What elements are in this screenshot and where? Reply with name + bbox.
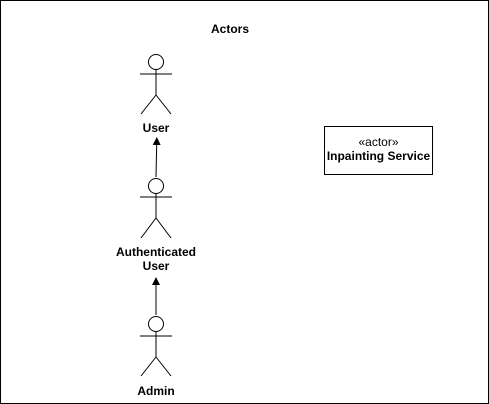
authenticated-user-label: Authenticated User	[106, 245, 206, 273]
authenticated-user-actor-figure[interactable]	[140, 178, 172, 239]
actor-stereotype: «actor»	[358, 135, 399, 149]
inpainting-service-name: Inpainting Service	[326, 149, 431, 163]
generalization-arrow-authuser-to-user[interactable]	[152, 137, 161, 178]
user-actor-figure[interactable]	[140, 54, 172, 115]
user-actor-label: User	[142, 121, 170, 135]
admin-actor-label: Admin	[137, 384, 175, 398]
inpainting-service-actor-box[interactable]: «actor» Inpainting Service	[324, 126, 433, 175]
authenticated-user-label-line1: Authenticated	[115, 245, 196, 259]
diagram-title: Actors	[210, 22, 249, 36]
authenticated-user-label-line2: User	[142, 259, 170, 273]
admin-actor-figure[interactable]	[140, 316, 172, 377]
